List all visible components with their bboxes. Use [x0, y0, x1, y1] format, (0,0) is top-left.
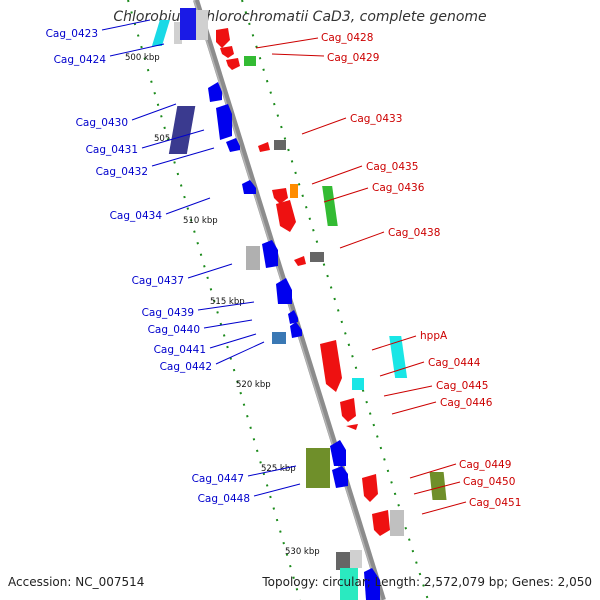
- gene-arrow: [276, 278, 292, 304]
- gene-arrow: [372, 510, 390, 536]
- gene-arrow: [272, 188, 288, 204]
- gene-label: Cag_0445: [436, 380, 488, 392]
- gene-label: Cag_0450: [463, 476, 515, 488]
- gene-label: Cag_0430: [76, 117, 128, 129]
- gene-box: [244, 56, 256, 66]
- gene-label: Cag_0424: [54, 54, 107, 66]
- gene-arrow: [340, 398, 356, 422]
- gene-label: Cag_0451: [469, 497, 521, 509]
- gene-arrow: [290, 322, 302, 338]
- gene-arrow: [276, 200, 296, 232]
- gene-label: Cag_0433: [350, 113, 402, 125]
- gene-box: [174, 22, 182, 44]
- gene-label: Cag_0446: [440, 397, 493, 409]
- forward-genes: [151, 8, 380, 600]
- gene-arrow: [226, 58, 240, 70]
- gene-label: Cag_0435: [366, 161, 418, 173]
- tick-label: 520 kbp: [236, 380, 271, 390]
- gene-box: [168, 106, 196, 154]
- gene-box: [306, 448, 320, 488]
- gene-label: Cag_0431: [86, 144, 138, 156]
- gene-label: Cag_0428: [321, 32, 373, 44]
- forward-leaders: [101, 19, 301, 497]
- gene-box: [350, 550, 362, 568]
- gene-box: [274, 140, 286, 150]
- gene-arrow: [242, 180, 256, 194]
- gene-arrow: [346, 424, 358, 430]
- gene-label: Cag_0442: [160, 361, 212, 373]
- gene-label: Cag_0447: [192, 473, 244, 485]
- ruler-left: [127, 0, 301, 600]
- gene-arrow: [362, 474, 378, 502]
- gene-arrow: [320, 340, 342, 392]
- gene-box: [196, 10, 208, 40]
- tick-label: 515 kbp: [210, 297, 245, 307]
- gene-arrow: [262, 240, 278, 268]
- gene-box: [352, 378, 364, 390]
- gene-label: hppA: [420, 330, 448, 342]
- gene-label: Cag_0438: [388, 227, 440, 239]
- gene-box: [429, 472, 447, 500]
- gene-box: [290, 184, 298, 198]
- gene-box: [336, 552, 350, 570]
- gene-label: Cag_0439: [142, 307, 194, 319]
- gene-box: [389, 336, 408, 378]
- gene-box: [180, 8, 196, 40]
- gene-arrow: [258, 142, 270, 152]
- genome-summary-text: Topology: circular; Length: 2,572,079 bp…: [262, 575, 592, 589]
- gene-arrow: [332, 466, 348, 488]
- gene-label: Cag_0432: [96, 166, 148, 178]
- reverse-leaders: [255, 37, 467, 515]
- gene-label: Cag_0441: [154, 344, 206, 356]
- tick-label: 525 kbp: [261, 464, 296, 474]
- accession-text: Accession: NC_007514: [8, 575, 145, 589]
- gene-label: Cag_0449: [459, 459, 511, 471]
- gene-box: [318, 448, 330, 488]
- gene-arrow: [208, 82, 222, 102]
- gene-arrow: [330, 440, 346, 466]
- gene-label: Cag_0437: [132, 275, 184, 287]
- gene-label: Cag_0434: [110, 210, 163, 222]
- gene-arrow: [220, 46, 234, 58]
- gene-arrow: [216, 104, 232, 140]
- forward-labels: Cag_0423 Cag_0424 Cag_0430 Cag_0431 Cag_…: [46, 28, 250, 505]
- reverse-genes: [216, 28, 447, 536]
- gene-arrow: [226, 138, 240, 152]
- gene-label: Cag_0436: [372, 182, 425, 194]
- reverse-labels: Cag_0428 Cag_0429 Cag_0433 Cag_0435 Cag_…: [321, 32, 521, 509]
- gene-label: Cag_0429: [327, 52, 379, 64]
- tick-label: 510 kbp: [183, 216, 218, 226]
- gene-box: [272, 332, 286, 344]
- gene-arrow: [294, 256, 306, 266]
- gene-box: [390, 510, 404, 536]
- gene-box: [340, 568, 358, 600]
- gene-label: Cag_0440: [148, 324, 200, 336]
- gene-arrow: [364, 568, 380, 600]
- gene-arrow: [288, 310, 298, 324]
- tick-label: 530 kbp: [285, 547, 320, 557]
- gene-box: [322, 186, 338, 226]
- gene-label: Cag_0444: [428, 357, 481, 369]
- gene-box: [246, 246, 260, 270]
- gene-label: Cag_0423: [46, 28, 98, 40]
- gene-label: Cag_0448: [198, 493, 250, 505]
- gene-arrow: [216, 28, 230, 48]
- gene-box: [310, 252, 324, 262]
- tick-label: 500 kbp: [125, 53, 160, 63]
- gene-box: [151, 20, 170, 46]
